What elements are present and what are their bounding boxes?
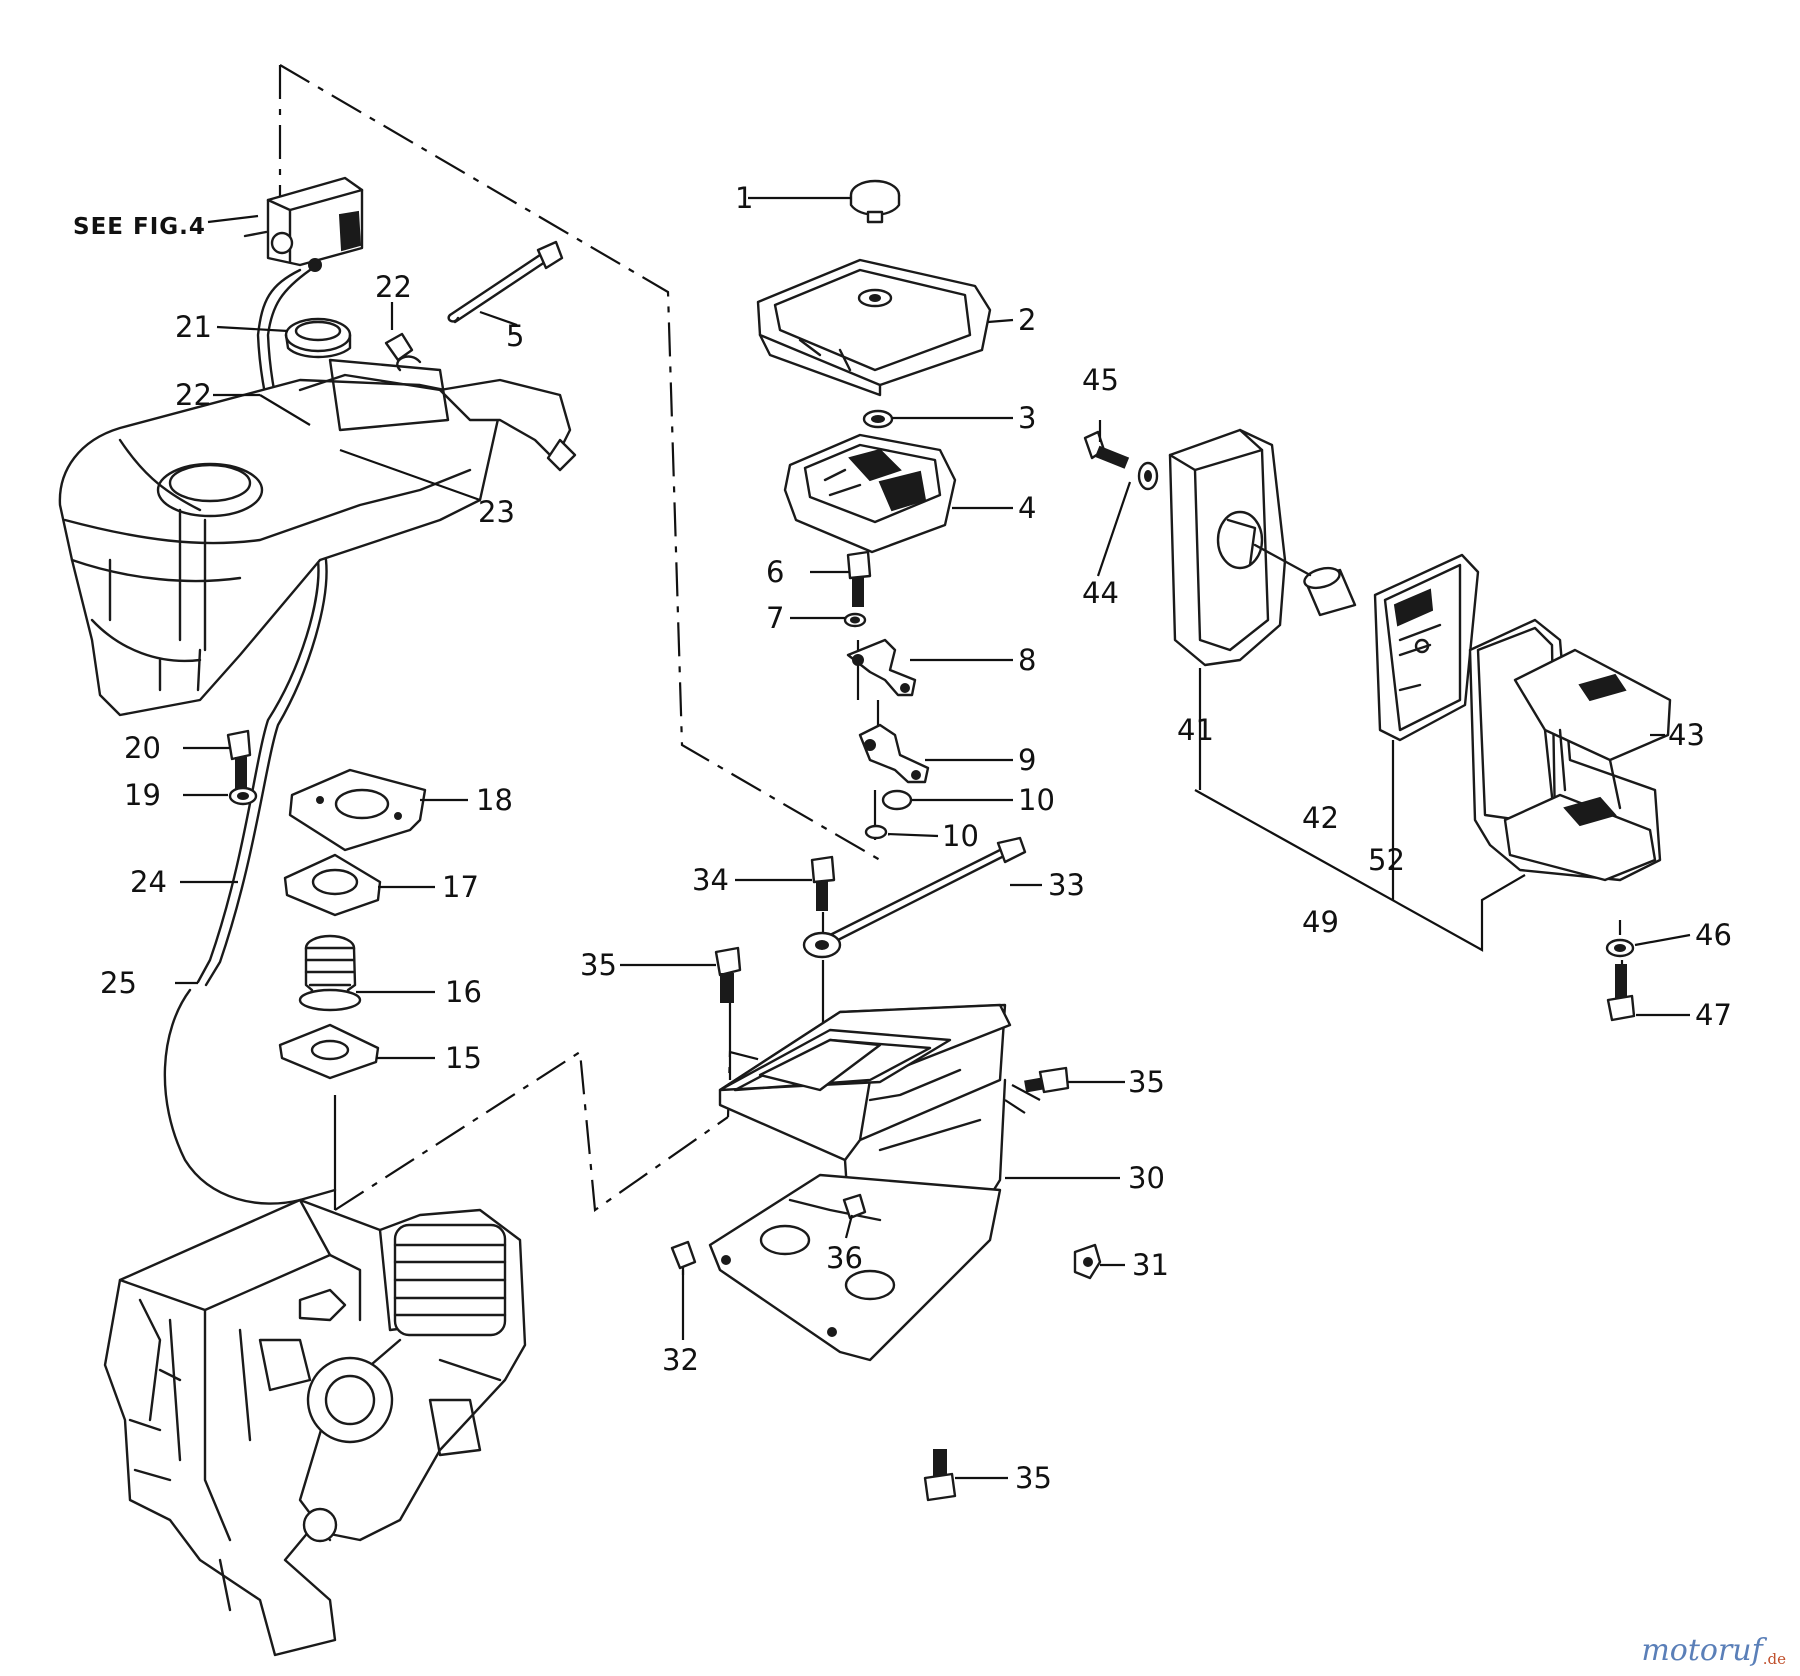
screw-35a bbox=[714, 946, 742, 1003]
bolt-45 bbox=[1083, 430, 1130, 469]
knob-1 bbox=[849, 179, 901, 224]
callout-35b: 35 bbox=[1128, 1065, 1165, 1099]
callout-52: 52 bbox=[1368, 843, 1405, 877]
callout-49: 49 bbox=[1302, 905, 1339, 939]
callout-5: 5 bbox=[506, 319, 524, 353]
air-cleaner-cover bbox=[756, 258, 992, 397]
bracket-9 bbox=[858, 723, 930, 784]
callout-47: 47 bbox=[1695, 998, 1732, 1032]
callout-22b: 22 bbox=[175, 378, 212, 412]
screw-6 bbox=[846, 550, 872, 607]
callout-32: 32 bbox=[662, 1343, 699, 1377]
gasket-15 bbox=[278, 1023, 380, 1080]
carburetor bbox=[243, 176, 364, 272]
callout-35a: 35 bbox=[580, 948, 617, 982]
callout-35c: 35 bbox=[1015, 1461, 1052, 1495]
bracket-8 bbox=[846, 638, 917, 697]
callout-10b: 10 bbox=[942, 819, 979, 853]
callout-numbers: 1 2 3 4 5 6 7 8 9 10 10 15 16 17 18 19 2… bbox=[100, 181, 1732, 1495]
callout-3: 3 bbox=[1018, 401, 1036, 435]
callout-24: 24 bbox=[130, 865, 167, 899]
callout-8: 8 bbox=[1018, 643, 1036, 677]
callout-16: 16 bbox=[445, 975, 482, 1009]
watermark-tld: .de bbox=[1762, 1650, 1786, 1668]
gasket-18 bbox=[288, 768, 427, 852]
engine bbox=[103, 1198, 527, 1657]
callout-9: 9 bbox=[1018, 743, 1036, 777]
callout-21: 21 bbox=[175, 310, 212, 344]
bolt-47 bbox=[1606, 964, 1636, 1022]
washer-10a bbox=[881, 789, 913, 811]
muffler-body bbox=[1468, 618, 1672, 882]
callout-34: 34 bbox=[692, 863, 729, 897]
callout-22a: 22 bbox=[375, 270, 412, 304]
callout-25: 25 bbox=[100, 966, 137, 1000]
watermark-brand: motoruf bbox=[1641, 1633, 1763, 1668]
callout-41: 41 bbox=[1177, 713, 1214, 747]
callout-6: 6 bbox=[766, 555, 784, 589]
callout-30: 30 bbox=[1128, 1161, 1165, 1195]
callout-45: 45 bbox=[1082, 363, 1119, 397]
see-fig-4-note: SEE FIG.4 bbox=[73, 214, 206, 240]
screw-35c bbox=[923, 1449, 957, 1502]
callout-7: 7 bbox=[766, 601, 784, 635]
callout-33: 33 bbox=[1048, 868, 1085, 902]
insulator-16 bbox=[298, 934, 362, 1012]
callout-31: 31 bbox=[1132, 1248, 1169, 1282]
grommet bbox=[284, 317, 352, 359]
pipe-42 bbox=[1253, 543, 1357, 617]
callout-46: 46 bbox=[1695, 918, 1732, 952]
choke-rod bbox=[447, 240, 564, 324]
watermark-logo: motoruf.de bbox=[1641, 1633, 1786, 1668]
callout-10a: 10 bbox=[1018, 783, 1055, 817]
leader-lines bbox=[175, 196, 1691, 1480]
callout-1: 1 bbox=[735, 181, 753, 215]
washer-44 bbox=[1137, 461, 1159, 491]
callout-19: 19 bbox=[124, 778, 161, 812]
clip-32 bbox=[670, 1240, 697, 1270]
wire-33 bbox=[802, 836, 1027, 959]
callout-17: 17 bbox=[442, 870, 479, 904]
callout-2: 2 bbox=[1018, 303, 1036, 337]
callout-15: 15 bbox=[445, 1041, 482, 1075]
spacer-17 bbox=[283, 853, 382, 917]
callout-44: 44 bbox=[1082, 576, 1119, 610]
callout-42: 42 bbox=[1302, 801, 1339, 835]
callout-43: 43 bbox=[1668, 718, 1705, 752]
washer-19 bbox=[228, 786, 258, 806]
washer-10b bbox=[864, 824, 888, 840]
callout-4: 4 bbox=[1018, 491, 1036, 525]
plate-52 bbox=[1373, 553, 1480, 742]
nut-31 bbox=[1073, 1243, 1102, 1280]
screw-20 bbox=[226, 729, 252, 789]
callout-36: 36 bbox=[826, 1241, 863, 1275]
air-filter bbox=[783, 433, 957, 554]
nut-36 bbox=[842, 1193, 867, 1220]
fuel-hose bbox=[163, 268, 337, 1205]
callout-18: 18 bbox=[476, 783, 513, 817]
muffler-cover bbox=[1168, 428, 1287, 667]
callout-20: 20 bbox=[124, 731, 161, 765]
fuel-tank bbox=[58, 355, 577, 717]
bracket-30 bbox=[708, 1003, 1012, 1362]
callout-23: 23 bbox=[478, 495, 515, 529]
screw-35b bbox=[1024, 1066, 1070, 1094]
screw-34 bbox=[810, 855, 836, 911]
